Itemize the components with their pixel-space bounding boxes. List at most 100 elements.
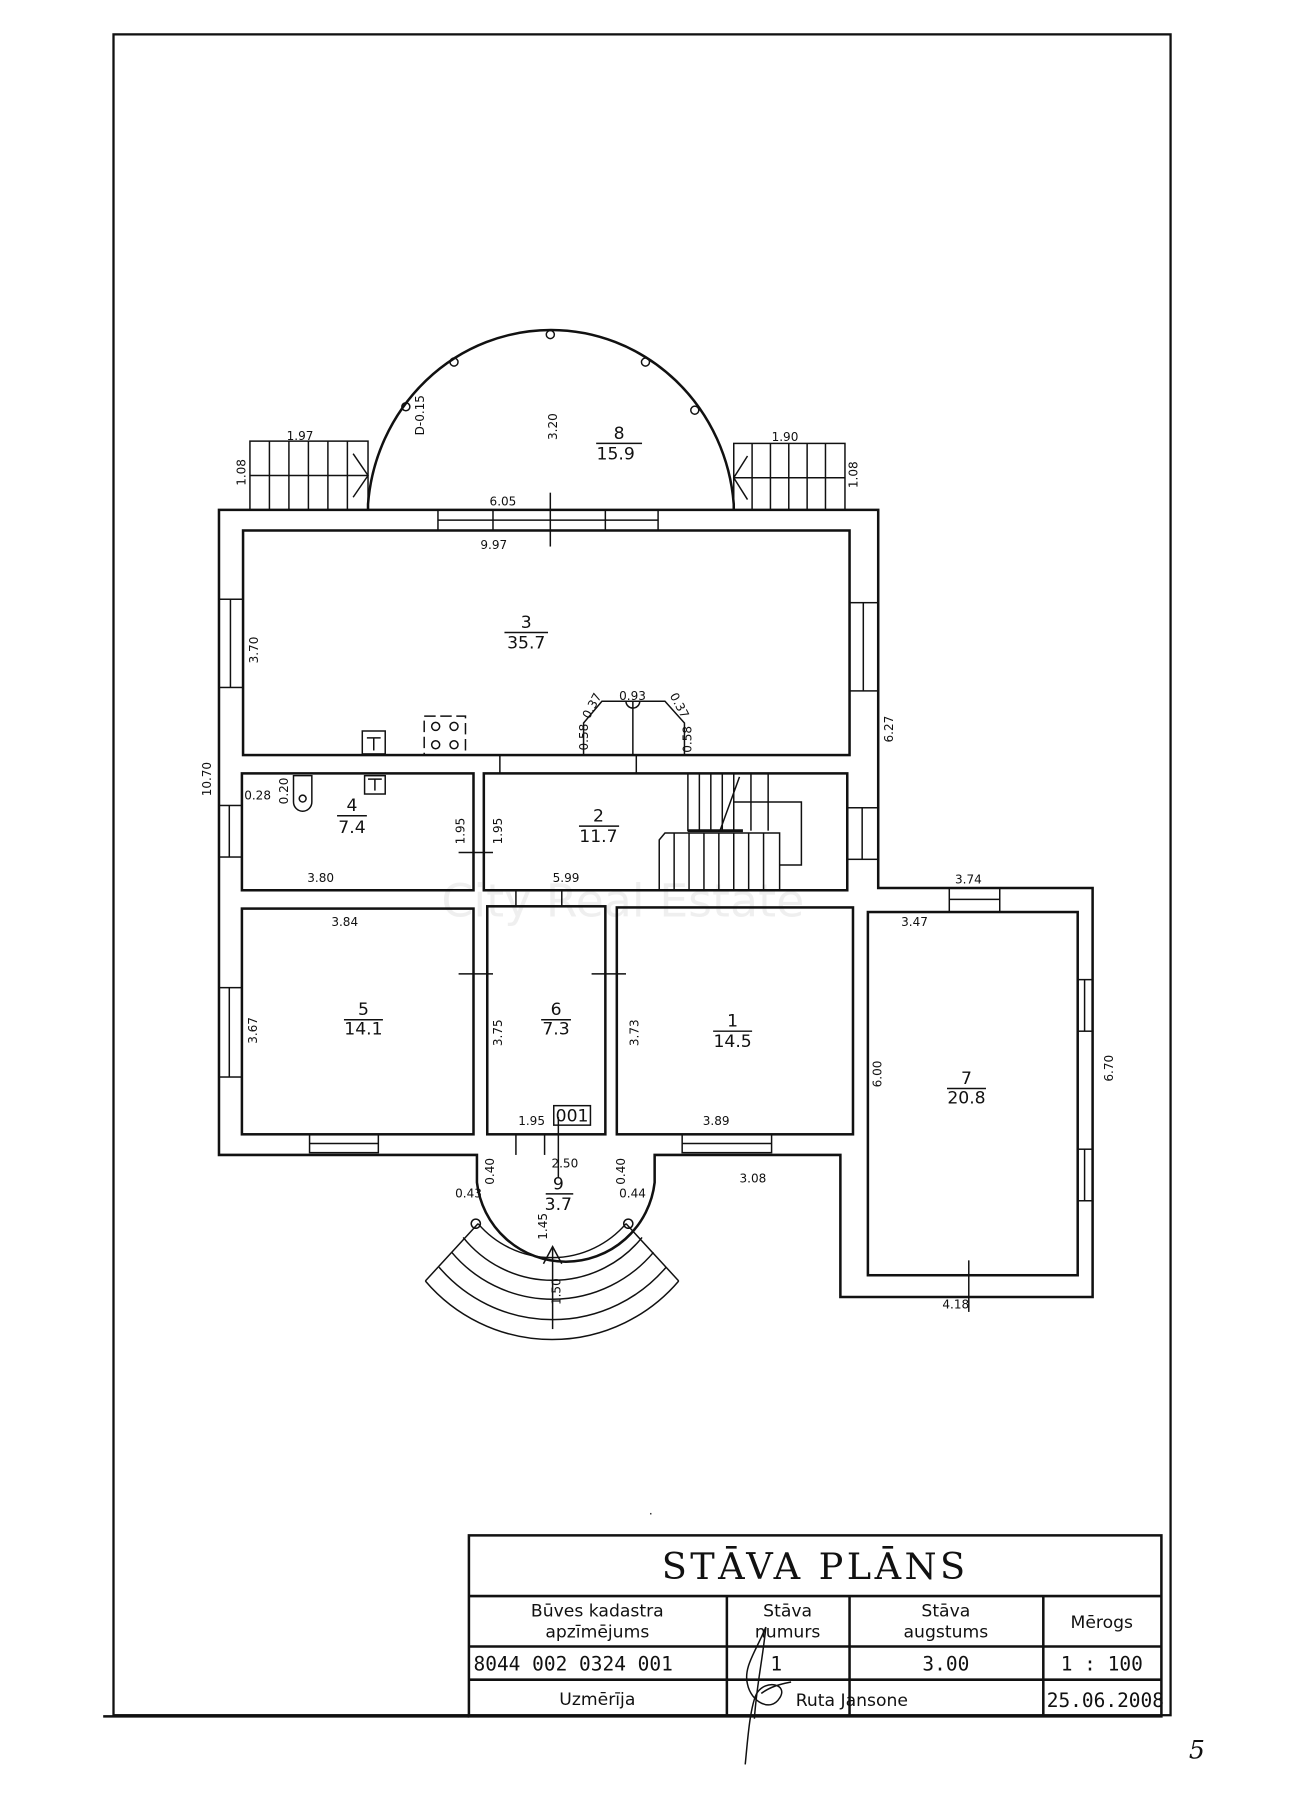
dimension: 1.45 [536,1213,550,1240]
dimension: 0.28 [244,789,271,803]
room-label-9: 93.7 [545,1174,574,1215]
svg-text:20.8: 20.8 [947,1088,985,1108]
dimension: 3.70 [247,637,261,664]
dimension: 3.67 [246,1017,260,1044]
interior-stairs [658,772,803,891]
dimension: 6.00 [871,1061,885,1088]
svg-text:8: 8 [614,424,625,444]
dimension: 0.37 [580,691,605,721]
room-label-2: 211.7 [578,807,620,847]
header-floor-number: Stāva [763,1602,812,1622]
header-floor-height: Stāva [921,1602,970,1622]
sheet-title: STĀVA PLĀNS [662,1545,969,1588]
svg-text:7.3: 7.3 [542,1020,569,1040]
surveyed-by-label: Uzmērīja [559,1690,635,1710]
cadastre-value: 8044 002 0324 001 [474,1653,673,1676]
svg-text:5: 5 [358,1000,369,1020]
floor-height-value: 3.00 [922,1653,969,1676]
dimension: 9.97 [480,538,507,552]
dimension: 3.20 [546,413,560,440]
dimension: 6.05 [490,494,517,508]
svg-text:2: 2 [593,807,604,827]
left-terrace-stairs [249,440,369,511]
right-terrace-stairs [732,442,846,511]
dimension: 1.08 [847,461,861,488]
entrance-tag: 001 [556,1107,589,1127]
signature [744,1626,792,1765]
svg-text:6: 6 [551,1000,562,1020]
scale-value: 1 : 100 [1061,1653,1143,1676]
floor-number-value: 1 [770,1653,782,1676]
svg-text:1: 1 [727,1012,738,1032]
dimension: 4.18 [942,1297,969,1311]
svg-text:7: 7 [961,1069,972,1089]
svg-text:3.7: 3.7 [545,1195,572,1215]
title-block: STĀVA PLĀNS Būves kadastra apzīmējums St… [103,1534,1164,1765]
dimension: 3.08 [739,1171,766,1185]
dimension: 6.27 [882,716,896,743]
room-label-5: 514.1 [343,1000,383,1040]
svg-text:15.9: 15.9 [597,444,635,464]
svg-text:4: 4 [347,796,358,816]
dimension: 2.50 [551,1157,578,1171]
dimension: 3.84 [331,915,358,929]
room-label-1: 114.5 [713,1012,753,1052]
entrance-tag-box [553,1104,592,1126]
svg-text:7.4: 7.4 [338,818,365,838]
dimension: 0.40 [483,1158,497,1185]
terrace-arch [366,328,736,547]
header-floor-number-2: numurs [755,1622,821,1642]
dimension: 0.40 [614,1158,628,1185]
dimension: 1.90 [772,430,799,444]
surveyor-name: Ruta Jansone [796,1691,908,1711]
dimension: 1.95 [453,818,467,845]
room-3-outline [241,529,851,757]
dimension: 3.73 [628,1019,642,1046]
dimension: 0.58 [577,724,591,751]
svg-text:11.7: 11.7 [579,827,617,847]
dimension: 1.97 [287,429,314,443]
dimension: 10.70 [200,762,214,796]
svg-text:14.5: 14.5 [713,1032,751,1052]
dimension: 1.95 [491,818,505,845]
stray-dot: · [649,1507,653,1521]
room-labels: 815.9 335.7 47.4 211.7 514.1 67.3 114.5 … [337,424,986,1215]
dimension: 3.47 [901,915,928,929]
dimension: D-0.15 [413,395,427,435]
dimension: 3.74 [955,872,982,886]
dimension-labels: 1.97 1.08 D-0.15 3.20 1.90 1.08 6.05 9.9… [200,395,1116,1311]
header-cadastre: Būves kadastra [531,1602,664,1622]
watermark: City Real Estate [441,874,804,928]
survey-date: 25.06.2008 [1047,1689,1164,1712]
dimension: 0.43 [455,1186,482,1200]
dimension: 0.20 [277,778,291,805]
room-label-3: 335.7 [504,613,549,654]
dimension: 0.44 [619,1186,646,1200]
svg-text:3: 3 [521,613,532,633]
header-cadastre-2: apzīmējums [545,1622,649,1642]
dimension: 1.50 [550,1278,564,1305]
room-label-4: 47.4 [337,796,367,838]
dimension: 0.58 [680,726,694,753]
dimension: 1.08 [234,459,248,486]
door-markers [458,851,970,1312]
dimension: 0.37 [667,690,692,720]
kitchen-fixtures [292,700,686,812]
room-label-6: 67.3 [541,1000,571,1040]
dimension: 5.99 [553,871,580,885]
page-number: 5 [1189,1736,1205,1765]
room-label-7: 720.8 [947,1069,986,1108]
svg-text:14.1: 14.1 [344,1020,382,1040]
dimension: 3.75 [491,1019,505,1046]
header-floor-height-2: augstums [904,1622,989,1642]
svg-text:35.7: 35.7 [507,634,545,654]
svg-text:9: 9 [553,1174,564,1194]
room-label-8: 815.9 [596,424,643,464]
dimension: 1.95 [518,1114,545,1128]
entrance-stairs [424,1218,680,1341]
dimension: 3.89 [703,1114,730,1128]
header-scale: Mērogs [1071,1613,1134,1633]
dimension: 0.93 [619,689,646,703]
windows [218,509,1094,1202]
